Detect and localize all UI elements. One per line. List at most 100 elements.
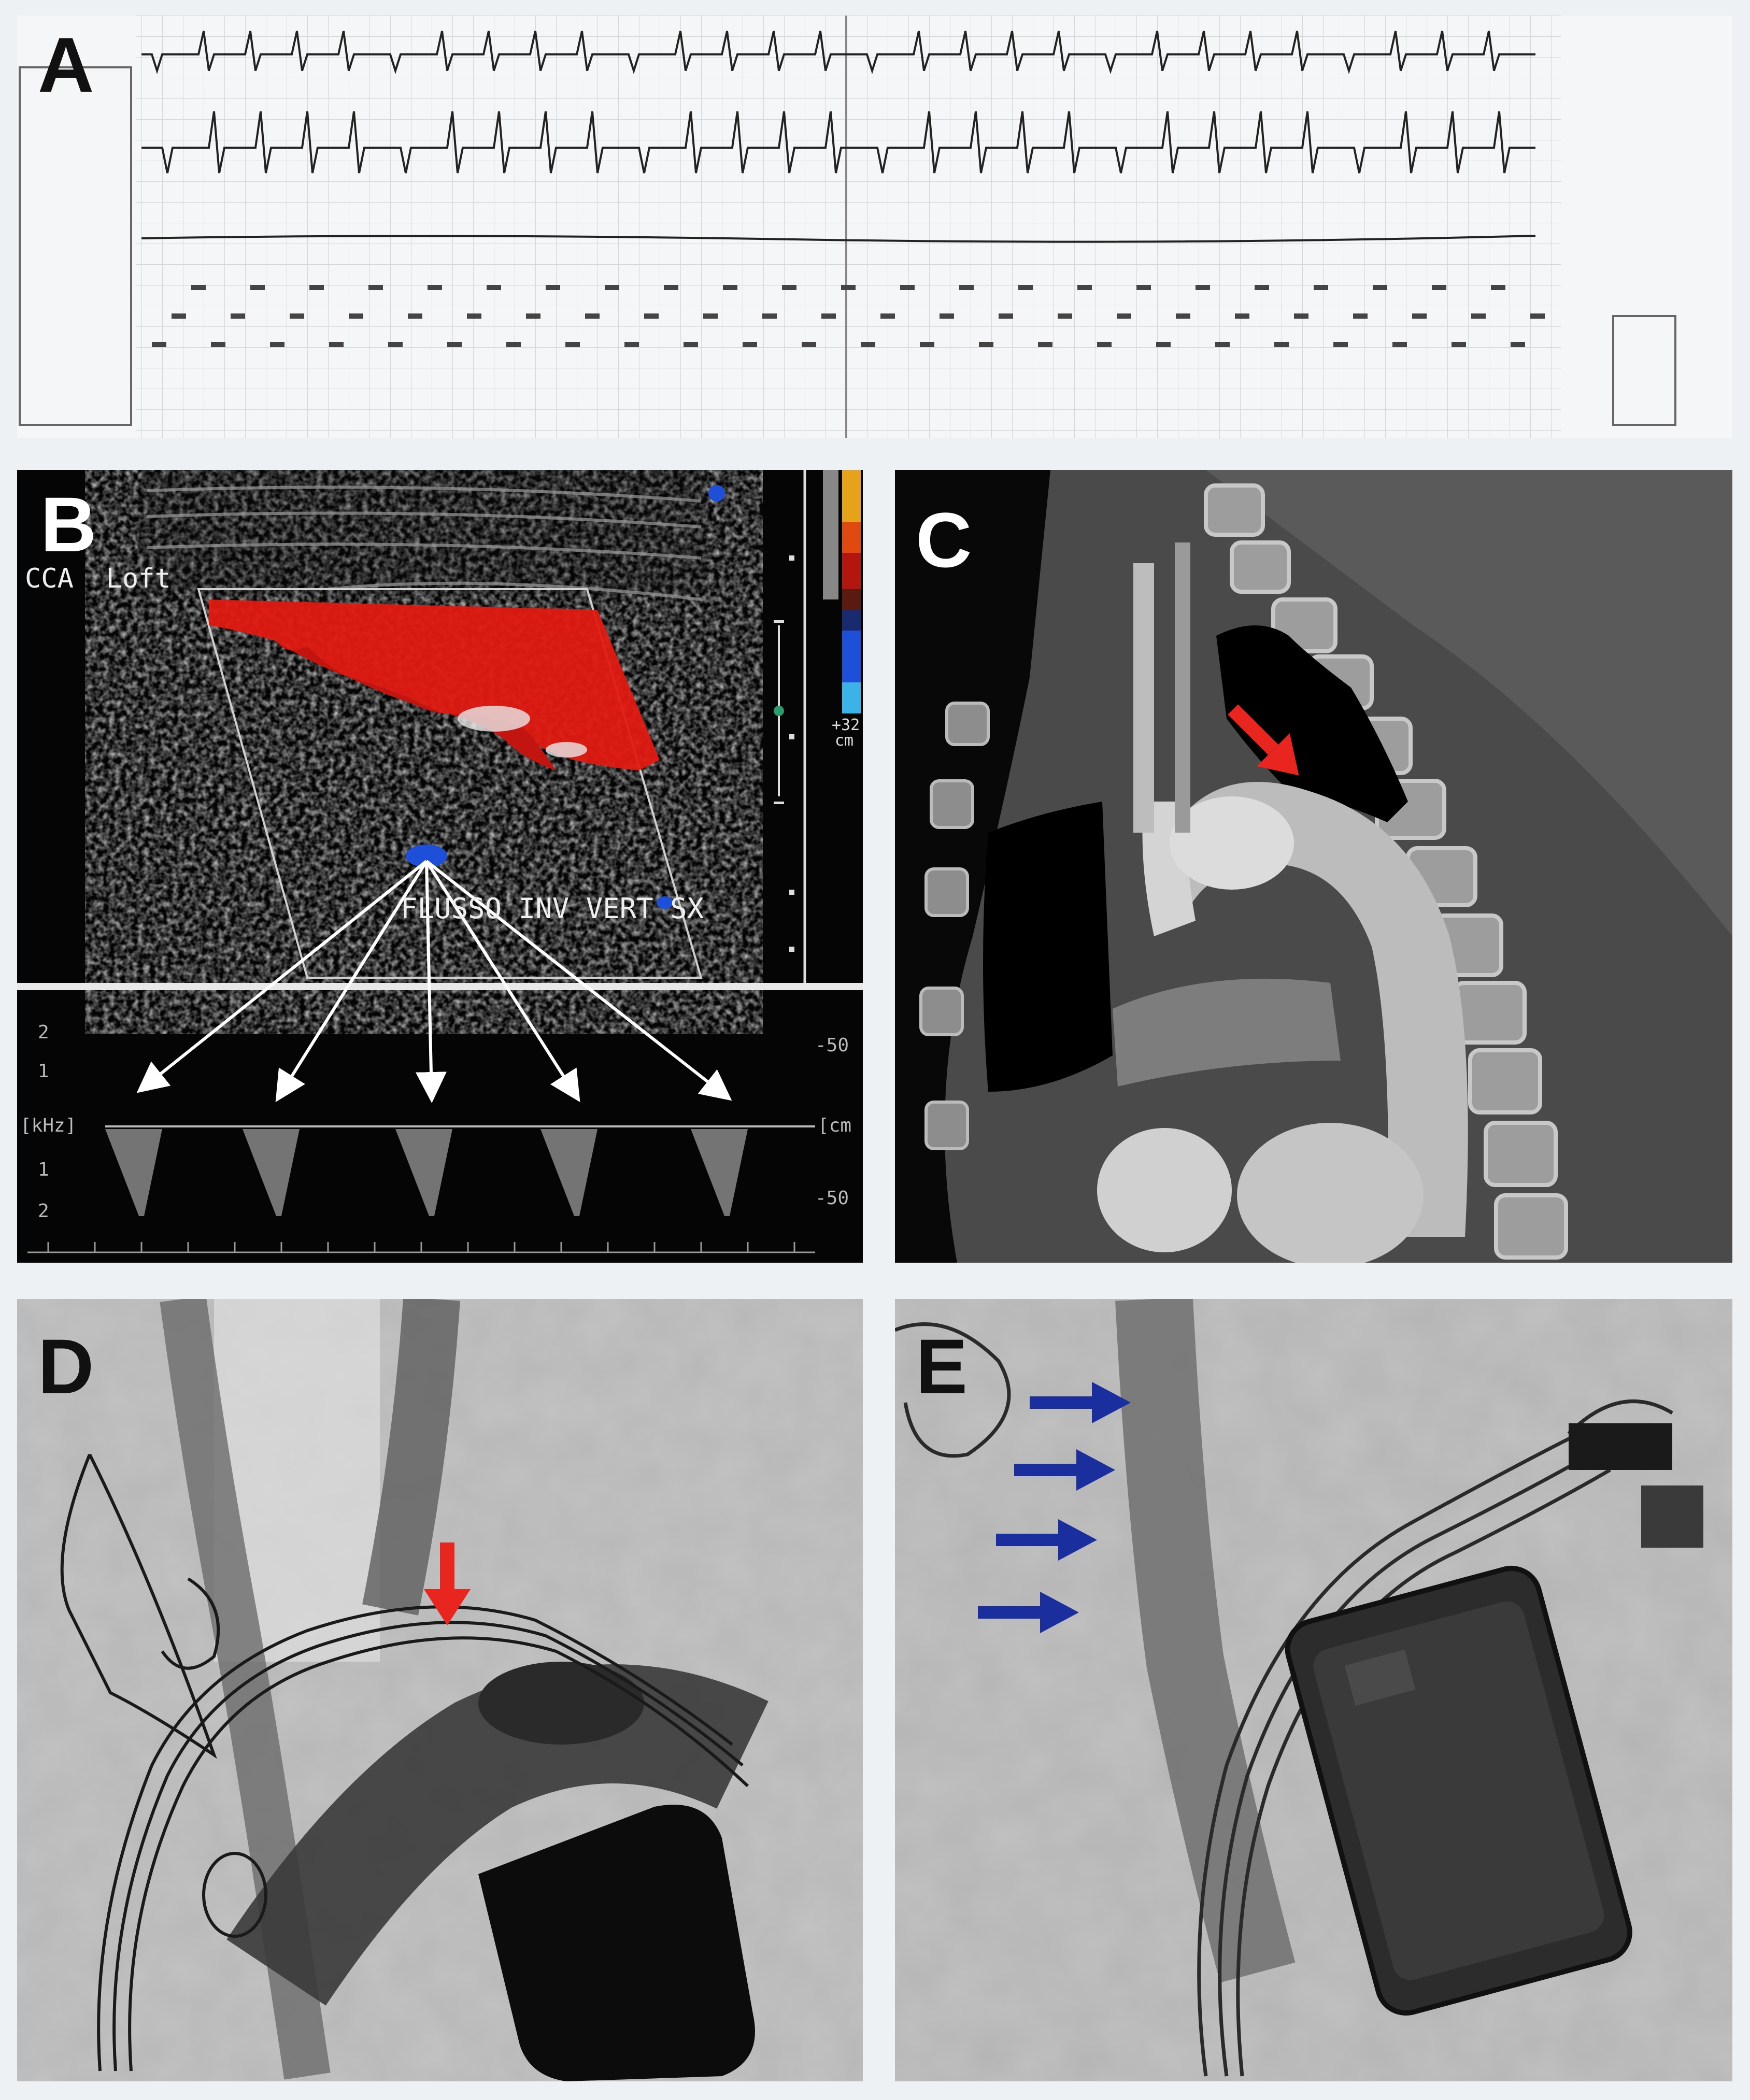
panel-b-label: B [40,481,97,568]
white-arrows [136,860,732,1103]
ecg-annotation-mark [1196,285,1210,290]
ecg-annotation-mark [585,313,600,319]
ecg-annotation-mark [1333,342,1348,347]
ecg-annotation-mark [526,313,540,319]
ecg-annotation-mark [1471,313,1486,319]
ecg-annotation-mark [841,285,856,290]
panel-a-label: A [38,21,94,108]
spectral-left-unit: [kHz] [20,1115,77,1136]
ecg-annotation-mark [1058,313,1072,319]
ecg-annotation-mark [920,342,934,347]
pacemaker-device [478,1805,755,2081]
ecg-annotation-mark [1215,342,1230,347]
ecg-annotation-mark [388,342,403,347]
ecg-annotation-mark [1432,285,1446,290]
ecg-annotation-mark [1255,285,1269,290]
ecg-annotation-mark [1392,342,1407,347]
ecg-annotation-mark [999,313,1013,319]
ecg-annotation-mark [172,313,186,319]
ecg-annotation-mark [1274,342,1289,347]
vein [1115,1299,1296,1983]
vein-contrast [226,1664,769,2006]
ecg-annotation-mark [821,313,836,319]
ecg-annotation-mark [1452,342,1466,347]
ecg-annotation-mark [191,285,206,290]
vessel-label: CCA Loft [25,563,171,594]
ecg-annotation-mark [959,285,974,290]
pacemaker-device [1285,1565,1632,2016]
ecg-annotation-mark [762,313,777,319]
ecg-annotation-mark [644,313,659,319]
ecg-annotation-mark [250,285,265,290]
ecg-annotation-mark [487,285,501,290]
ecg-annotation-mark [1314,285,1328,290]
aortic-arch [1170,782,1468,1237]
spectral-waveform [691,1129,748,1216]
ecg-annotation-mark [565,342,580,347]
panel-b-doppler: B CCA Loft FLUSSO INV VERT SX +32 cm [kH… [17,470,863,1263]
ecg-trace [141,235,1536,243]
air-pocket [1216,625,1408,822]
ecg-annotation-mark [979,342,993,347]
device-header [1569,1423,1672,1470]
panel-a-ecg: A [17,16,1732,438]
blue-arrows [978,1382,1131,1633]
ecg-annotation-mark [467,313,481,319]
ecg-annotation-mark [270,342,284,347]
spectral-left-tick: 2 [38,1201,49,1222]
ecg-annotation-mark [290,313,304,319]
ecg-annotation-mark [231,313,245,319]
red-flow-region [209,599,660,770]
ecg-annotation-mark [368,285,383,290]
ecg-annotation-mark [664,285,678,290]
ecg-annotation-mark [1136,285,1151,290]
ecg-right-info-box [1612,315,1676,426]
panel-e-fluoroscopy: E [895,1299,1732,2081]
ecg-annotation-mark [152,342,166,347]
ecg-annotation-mark [703,313,718,319]
ecg-annotation-mark [900,285,915,290]
ultrasound-image [17,470,863,1253]
spectral-waveform [105,1129,162,1216]
ecg-annotation-mark [1294,313,1308,319]
ecg-annotation-mark [349,313,363,319]
panel-c-label: C [916,496,972,583]
ecg-annotation-mark [782,285,796,290]
ecg-annotation-mark [1176,313,1190,319]
colorbar-bottom-value: +32 [832,716,860,734]
ecg-annotation-mark [743,342,757,347]
ecg-annotation-mark [1097,342,1112,347]
ecg-strip [19,16,1676,438]
ecg-annotation-mark [329,342,344,347]
ecg-annotation-mark [1156,342,1171,347]
red-arrow [1228,704,1299,776]
panel-e-label: E [916,1323,968,1410]
spectral-right-unit: [cm [818,1115,852,1136]
ecg-trace [141,111,1535,174]
ecg-annotation-mark [1077,285,1092,290]
spectral-right-tick-bottom: -50 [815,1188,849,1209]
fluoroscopy-image-d [17,1299,863,2081]
spectral-left-tick: 1 [38,1159,49,1180]
colorbar-unit: cm [835,732,854,750]
ecg-left-info-box [19,66,132,426]
panel-c-ct: C [895,470,1732,1263]
ecg-annotation-mark [1491,285,1505,290]
ecg-trace [141,31,1535,75]
ecg-annotation-mark [1038,342,1052,347]
ecg-annotation-mark [1530,313,1545,319]
pacing-leads [60,1453,749,2072]
spectral-waveform [243,1129,300,1216]
ecg-annotation-mark [1412,313,1427,319]
fluoroscopy-image-e [895,1299,1732,2081]
ct-image [919,470,1732,1263]
ecg-annotation-mark [624,342,639,347]
ecg-annotation-mark [506,342,521,347]
spectral-waveform [540,1129,597,1216]
ecg-annotation-mark [1117,313,1131,319]
ecg-annotation-mark [1018,285,1033,290]
ecg-annotation-mark [1235,313,1249,319]
ecg-annotation-mark [546,285,560,290]
blue-flow-spot [406,845,447,867]
ecg-annotation-mark [940,313,954,319]
